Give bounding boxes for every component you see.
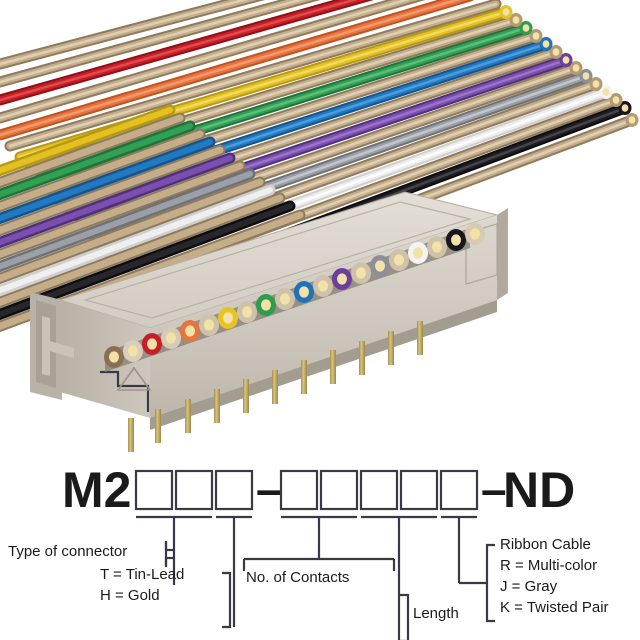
part-number-group-contacts-length-cable (279, 469, 479, 511)
product-photo (0, 0, 639, 452)
wire-cut-ends (499, 5, 639, 127)
callout-cable-gray: J = Gray (500, 578, 558, 595)
part-number-separator-2: – (481, 463, 507, 515)
callout-type-of-connector: Type of connector (8, 543, 127, 560)
callout-plating-tin-lead: T = Tin-Lead (100, 566, 184, 583)
ribbon-cable-wires (0, 0, 639, 333)
pn-box-1[interactable] (134, 469, 174, 511)
callout-length: Length (413, 605, 459, 622)
leader-lines (136, 515, 495, 640)
callout-no-of-contacts: No. of Contacts (246, 569, 349, 586)
pn-box-8[interactable] (439, 469, 479, 511)
callout-ribbon-cable: Ribbon Cable (500, 536, 591, 553)
part-number-breakdown: M2 – – ND (8, 462, 609, 640)
part-number-separator-1: – (256, 463, 282, 515)
wire-bundle-upper (0, 0, 639, 306)
callout-plating-gold: H = Gold (100, 587, 160, 604)
callout-cable-twisted-pair: K = Twisted Pair (500, 599, 609, 616)
wire-bundle-lower (0, 104, 306, 333)
part-number-diagram: M2 – – ND (0, 455, 640, 640)
pn-box-7[interactable] (399, 469, 439, 511)
connector-illustration (0, 0, 639, 452)
pn-box-5[interactable] (319, 469, 359, 511)
pn-box-2[interactable] (174, 469, 214, 511)
part-number-suffix: ND (503, 462, 575, 518)
contact-row (104, 223, 485, 372)
callout-cable-multicolor: R = Multi-color (500, 557, 597, 574)
pn-box-4[interactable] (279, 469, 319, 511)
contact (104, 223, 485, 368)
solder-pins (128, 321, 423, 452)
connector-latch-block (30, 292, 152, 412)
part-number-prefix: M2 (62, 462, 131, 518)
part-number-group-connector (134, 469, 254, 511)
pn-box-3[interactable] (214, 469, 254, 511)
pn-box-6[interactable] (359, 469, 399, 511)
